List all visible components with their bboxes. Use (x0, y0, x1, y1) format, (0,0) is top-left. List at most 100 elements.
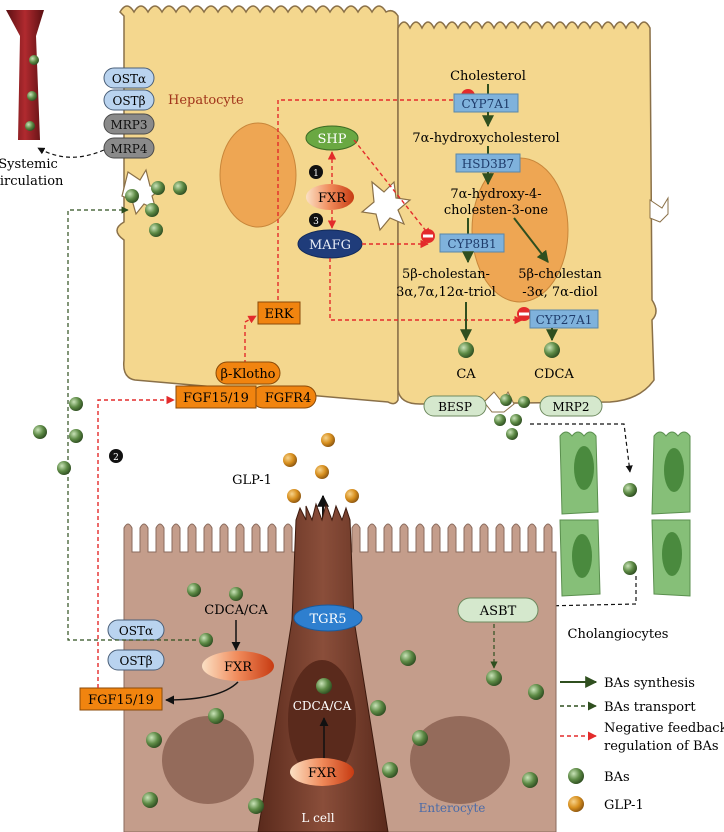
bile-acid-particle (57, 461, 71, 475)
bile-acid-particle (528, 684, 544, 700)
transport-to-asbt-arrow (541, 576, 637, 610)
bile-acid-particle (125, 189, 139, 203)
cdca-ca-lcell-label: CDCA/CA (293, 699, 352, 713)
fxr-liver-node: FXR (306, 184, 354, 210)
transporter-ost-beta: OSTβ (103, 89, 155, 111)
bile-acid-particle (173, 181, 187, 195)
cholestenone-label-1: 7α-hydroxy-4- (450, 187, 541, 202)
ost-beta-label: OSTβ (113, 94, 146, 108)
fxr-enterocyte-label: FXR (224, 660, 253, 675)
mrp3-label: MRP3 (110, 118, 147, 132)
fxr-lcell-label: FXR (308, 766, 337, 781)
mrp4-label: MRP4 (110, 142, 147, 156)
cyp7a1-enzyme: CYP7A1 (453, 93, 519, 113)
inhibit-icon (421, 229, 435, 243)
step-3-badge: 3 (309, 213, 323, 227)
fxr-enterocyte-node: FXR (202, 651, 274, 681)
glp1-label: GLP-1 (232, 473, 272, 488)
cyp27a1-label: CYP27A1 (536, 313, 593, 327)
erk-node: ERK (257, 301, 301, 325)
cholestenone-label-2: cholesten-3-one (444, 203, 549, 218)
enterocyte-label: Enterocyte (419, 801, 486, 815)
glp1-particle (283, 453, 297, 467)
ost-beta-gut-transporter: OSTβ (107, 649, 165, 671)
ca-label: CA (456, 367, 476, 382)
hydroxycholesterol-label: 7α-hydroxycholesterol (412, 131, 559, 146)
shp-label: SHP (318, 132, 347, 147)
bile-acid-particle (199, 633, 213, 647)
bile-acid-particle (500, 394, 512, 406)
legend-glp1-swatch (568, 796, 584, 812)
l-cell-label: L cell (301, 811, 334, 825)
triol-label-1: 5β-cholestan- (402, 267, 490, 282)
step-1-badge: 1 (309, 165, 323, 179)
inhibit-icon (517, 307, 531, 321)
besp-transporter: BESP (423, 395, 487, 417)
nucleus (162, 716, 254, 804)
mafg-label: MAFG (309, 238, 351, 253)
besp-label: BESP (438, 400, 472, 414)
legend-bas-swatch (568, 768, 584, 784)
hsd3b7-label: HSD3B7 (462, 157, 514, 171)
beta-klotho-receptor: β-Klotho (215, 361, 281, 385)
glp1-particle (287, 489, 301, 503)
mrp2-label: MRP2 (552, 400, 589, 414)
bile-acid-particle (142, 792, 158, 808)
cholangiocytes-label: Cholangiocytes (568, 627, 669, 642)
triol-label-2: 3α,7α,12α-triol (396, 285, 496, 300)
cdca-ca-enterocyte-label: CDCA/CA (204, 603, 268, 618)
bile-acid-particle (69, 397, 83, 411)
bile-acid-particle (382, 762, 398, 778)
asbt-transporter: ASBT (457, 597, 539, 623)
klotho-label: β-Klotho (220, 367, 275, 382)
asbt-label: ASBT (479, 604, 517, 619)
cyp8b1-enzyme: CYP8B1 (439, 233, 505, 253)
fgf-gut-node: FGF15/19 (79, 687, 163, 711)
diol-label-1: 5β-cholestan (518, 267, 602, 282)
bile-canaliculus (360, 180, 412, 232)
step-3-label: 3 (313, 217, 319, 227)
fgf-liver-label: FGF15/19 (183, 391, 249, 406)
transporter-ost-alpha: OSTα (103, 67, 155, 89)
nucleus (219, 122, 297, 228)
glp1-particle (321, 433, 335, 447)
systemic-circulation-label: Systemic (0, 157, 58, 172)
fxr-to-fgf-arrow (165, 681, 239, 705)
bile-acid-particle (151, 181, 165, 195)
legend-feedback-label-1: Negative feedback (604, 721, 724, 736)
synthesis-arrow (513, 217, 549, 263)
bile-acid-particle (27, 91, 37, 101)
bile-canaliculus (649, 196, 669, 223)
legend-transport-label: BAs transport (604, 700, 696, 715)
cyp8b1-label: CYP8B1 (447, 237, 496, 251)
bile-acid-particle (248, 798, 264, 814)
cholesterol-label: Cholesterol (450, 69, 526, 84)
fgfr4-receptor: FGFR4 (251, 385, 317, 409)
bile-acid-particle (187, 583, 201, 597)
bile-acid-particle (623, 483, 637, 497)
ost-alpha-label: OSTα (112, 72, 146, 86)
mafg-to-cyp27a1-feedback (329, 258, 523, 325)
hepatocyte-label: Hepatocyte (168, 93, 244, 108)
legend-synthesis-label: BAs synthesis (604, 676, 695, 691)
bile-acid-particle (623, 561, 637, 575)
step-2-label: 2 (113, 453, 119, 463)
bile-acid-particle (149, 223, 163, 237)
cdca-label: CDCA (534, 367, 574, 382)
enterohepatic-return-arrow (67, 206, 196, 641)
ost-beta-gut-label: OSTβ (120, 654, 153, 668)
cholangiocytes (559, 431, 691, 597)
tgr5-receptor: TGR5 (293, 604, 363, 632)
bile-acid-particle (486, 670, 502, 686)
nucleus (410, 716, 510, 804)
bile-acid-particle (370, 700, 386, 716)
bile-acid-particle (518, 396, 530, 408)
transporter-mrp3: MRP3 (103, 113, 155, 135)
bile-acid-particle (510, 414, 522, 426)
transport-to-cholangiocyte-arrow (530, 423, 633, 473)
transport-to-circulation-arrow (37, 147, 105, 158)
bile-acid-particle (33, 425, 47, 439)
bile-acid-particle (400, 650, 416, 666)
